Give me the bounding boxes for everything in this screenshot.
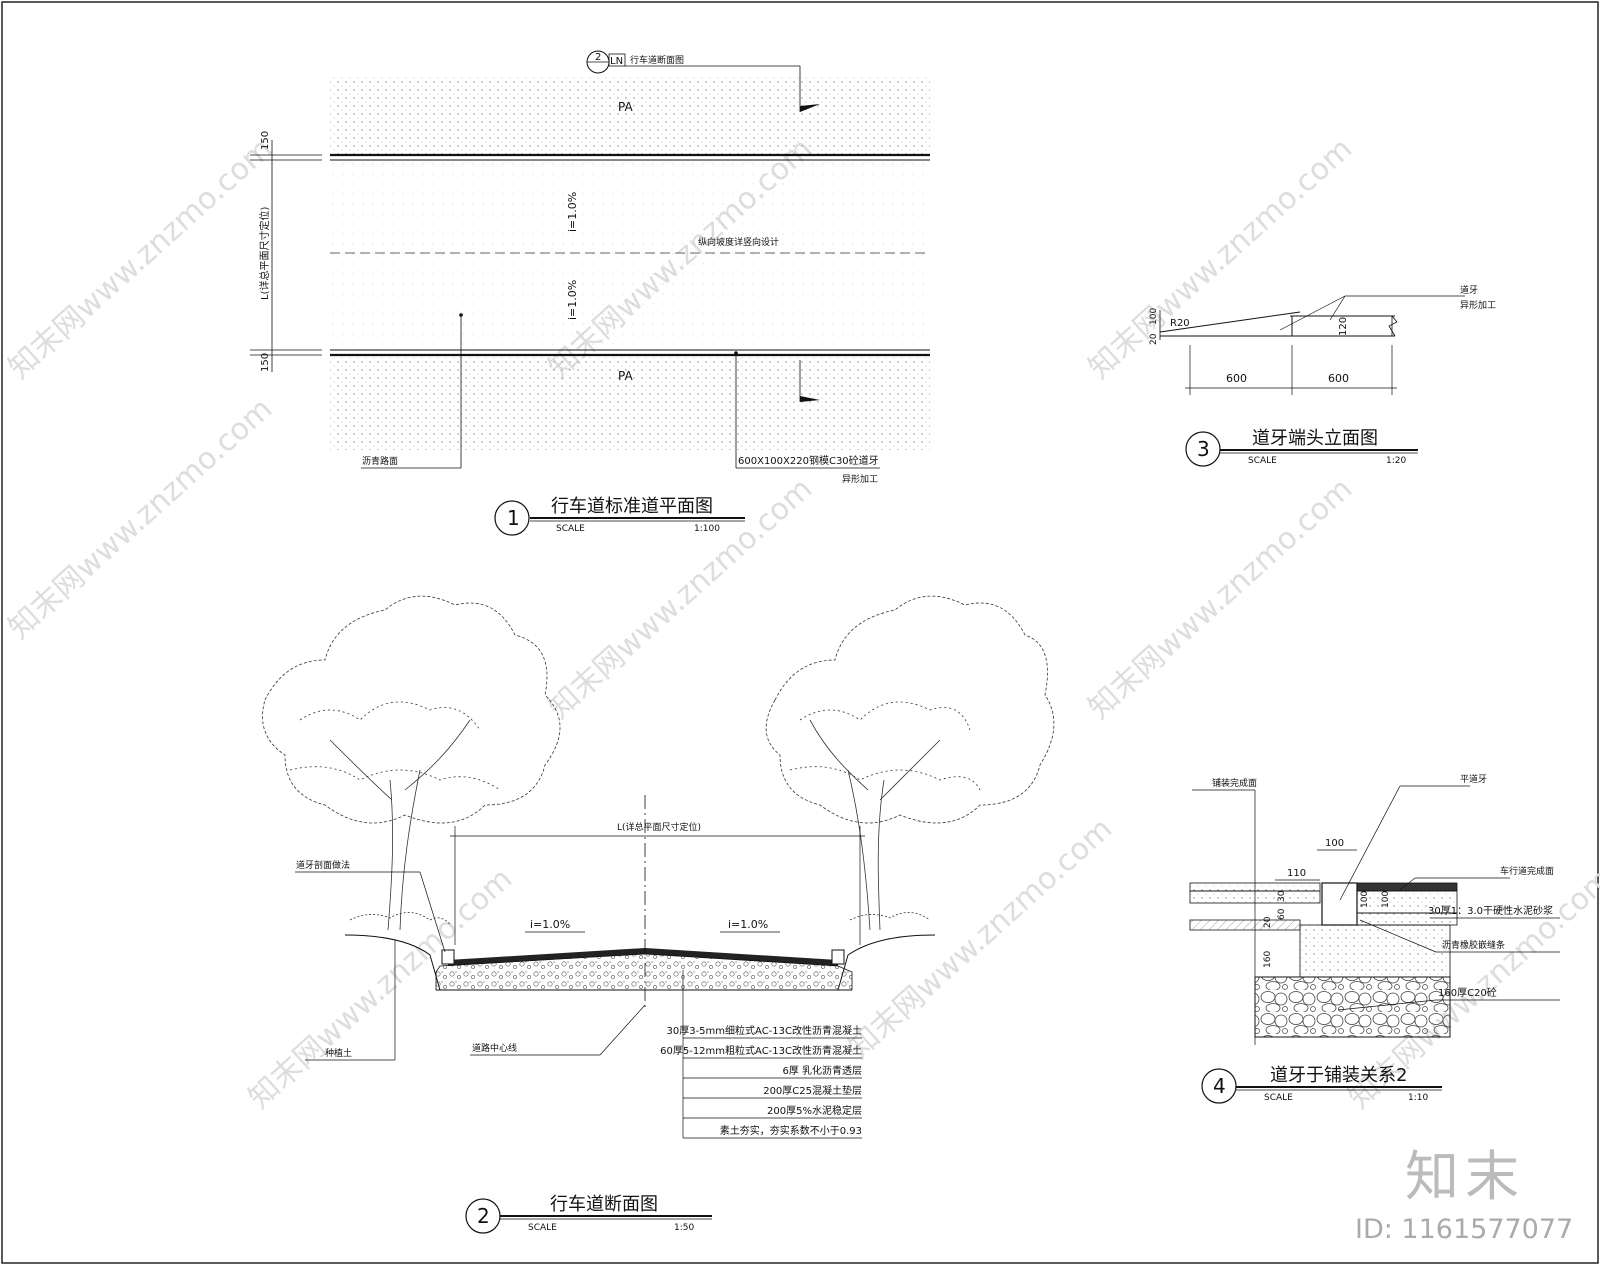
- title-4: 道牙于铺装关系2: [1270, 1065, 1407, 1086]
- watermark: 知末网www.znzmo.com: [1082, 471, 1359, 726]
- detail-dim-100b: 100: [1360, 891, 1370, 908]
- detail-dim-110: 110: [1287, 868, 1306, 879]
- elev-note-2: 异形加工: [1460, 299, 1496, 311]
- title-4-scale: 1:10: [1408, 1093, 1428, 1103]
- curb-right: [831, 949, 845, 965]
- longitudinal-note: 纵向坡度详竖向设计: [698, 236, 779, 248]
- title-2-scale-label: SCALE: [528, 1223, 557, 1233]
- detail-label-c20: 160厚C20砼: [1438, 986, 1497, 999]
- dim-width-label: L(详总平面尺寸定位): [258, 207, 271, 300]
- layer-5: 200厚5%水泥稳定层: [767, 1104, 862, 1117]
- section-ref-label: 行车道断面图: [630, 54, 684, 66]
- dim-150-top: 150: [260, 131, 271, 150]
- title-3-scale: 1:20: [1386, 456, 1406, 466]
- title-3-num: 3: [1197, 437, 1210, 461]
- layer-3: 6厚 乳化沥青透层: [782, 1064, 862, 1077]
- road-surface: [330, 163, 930, 348]
- detail-label-paving: 铺装完成面: [1212, 777, 1257, 789]
- section-arrow-top: [800, 104, 820, 112]
- title-3: 道牙端头立面图: [1252, 428, 1378, 449]
- title-4-num: 4: [1213, 1074, 1226, 1098]
- slope-label-2: i=1.0%: [566, 280, 579, 320]
- section-ref-num: 2: [595, 52, 601, 63]
- detail-dim-30: 30: [1277, 890, 1287, 902]
- plan-view: 150 150 L(详总平面尺寸定位) PA PA i=1.0% i=1.0% …: [250, 50, 930, 536]
- detail-dim-20: 20: [1263, 916, 1273, 928]
- elev-dim-20: 20: [1149, 333, 1159, 345]
- centerline-note: 道路中心线: [472, 1042, 517, 1054]
- layer-1: 30厚3-5mm细粒式AC-13C改性沥青混凝土: [666, 1024, 862, 1037]
- elev-dim-600a: 600: [1226, 372, 1247, 385]
- pa-area-bottom: [330, 355, 930, 450]
- detail-label-road: 车行道完成面: [1500, 865, 1554, 877]
- slope-label-1: i=1.0%: [566, 192, 579, 232]
- watermark: 知末网www.znzmo.com: [1082, 131, 1359, 386]
- curb-end-elevation: 100 20 R20 120 道牙 异形加工 600 600 3 道牙端头立面图…: [1149, 284, 1496, 467]
- base-layer: [435, 953, 853, 991]
- detail-dim-100: 100: [1325, 838, 1344, 849]
- curb-section-note: 道牙剖面做法: [296, 859, 350, 871]
- asphalt-label: 沥青路面: [362, 455, 398, 467]
- title-2: 行车道断面图: [550, 1194, 658, 1215]
- curb-left: [441, 949, 455, 965]
- title-2-num: 2: [477, 1204, 490, 1228]
- section-slope-right: i=1.0%: [728, 918, 768, 931]
- brand-id: ID: 1161577077: [1355, 1214, 1573, 1245]
- watermark: 知末网www.znzmo.com: [842, 811, 1119, 1066]
- curb-spec-label-2: 异形加工: [842, 473, 878, 485]
- title-1: 行车道标准道平面图: [551, 496, 713, 517]
- road-section: L(详总平面尺寸定位) i=1.0% i=1.0% 道牙剖面做法 种植土 道路中…: [262, 595, 1055, 1234]
- section-arrow-bottom: [800, 396, 820, 402]
- section-width-label: L(详总平面尺寸定位): [617, 821, 701, 833]
- detail-label-joint: 沥青橡胶嵌缝条: [1442, 939, 1505, 951]
- watermark: 知末网www.znzmo.com: [2, 131, 279, 386]
- title-1-scale: 1:100: [694, 524, 720, 534]
- tree-right: [765, 595, 1055, 931]
- layer-4: 200厚C25混凝土垫层: [763, 1084, 862, 1097]
- layer-2: 60厚5-12mm粗粒式AC-13C改性沥青混凝土: [660, 1044, 862, 1057]
- title-4-scale-label: SCALE: [1264, 1093, 1293, 1103]
- section-slope-left: i=1.0%: [530, 918, 570, 931]
- watermark: 知末网www.znzmo.com: [2, 391, 279, 646]
- curb-paving-detail: 铺装完成面 平道牙 车行道完成面 30厚1：3.0干硬性水泥砂浆 沥青橡胶嵌缝条…: [1189, 773, 1560, 1104]
- elev-dim-r20: R20: [1170, 318, 1190, 329]
- curb-spec-label: 600X100X220钢模C30砼道牙: [738, 454, 879, 467]
- pa-label-top: PA: [618, 100, 633, 114]
- flat-curb: [1321, 882, 1358, 926]
- asphalt-layer: [448, 948, 838, 966]
- elev-dim-100: 100: [1149, 308, 1159, 325]
- detail-label-mortar: 30厚1：3.0干硬性水泥砂浆: [1428, 904, 1553, 917]
- detail-label-flat-curb: 平道牙: [1460, 773, 1487, 785]
- detail-dim-60: 60: [1277, 908, 1287, 920]
- title-2-scale: 1:50: [674, 1223, 694, 1233]
- brand-logo: 知末: [1405, 1145, 1525, 1208]
- pa-area-top: [330, 75, 930, 155]
- title-1-bubble: [494, 500, 530, 536]
- pa-label-bottom: PA: [618, 369, 633, 383]
- detail-dim-160: 160: [1263, 951, 1273, 968]
- dim-150-bottom: 150: [260, 353, 271, 372]
- planting-soil-note: 种植土: [325, 1047, 352, 1059]
- elev-dim-120: 120: [1338, 317, 1349, 336]
- title-3-scale-label: SCALE: [1248, 456, 1277, 466]
- title-1-num: 1: [507, 506, 520, 530]
- layer-6: 素土夯实，夯实系数不小于0.93: [720, 1124, 862, 1137]
- elev-note-1: 道牙: [1460, 284, 1478, 296]
- tree-left: [262, 595, 561, 931]
- detail-dim-100c: 100: [1381, 891, 1391, 908]
- stone-base: [1254, 976, 1451, 1038]
- title-1-scale-label: SCALE: [556, 524, 585, 534]
- section-ref-sheet: LN: [610, 56, 623, 67]
- elev-dim-600b: 600: [1328, 372, 1349, 385]
